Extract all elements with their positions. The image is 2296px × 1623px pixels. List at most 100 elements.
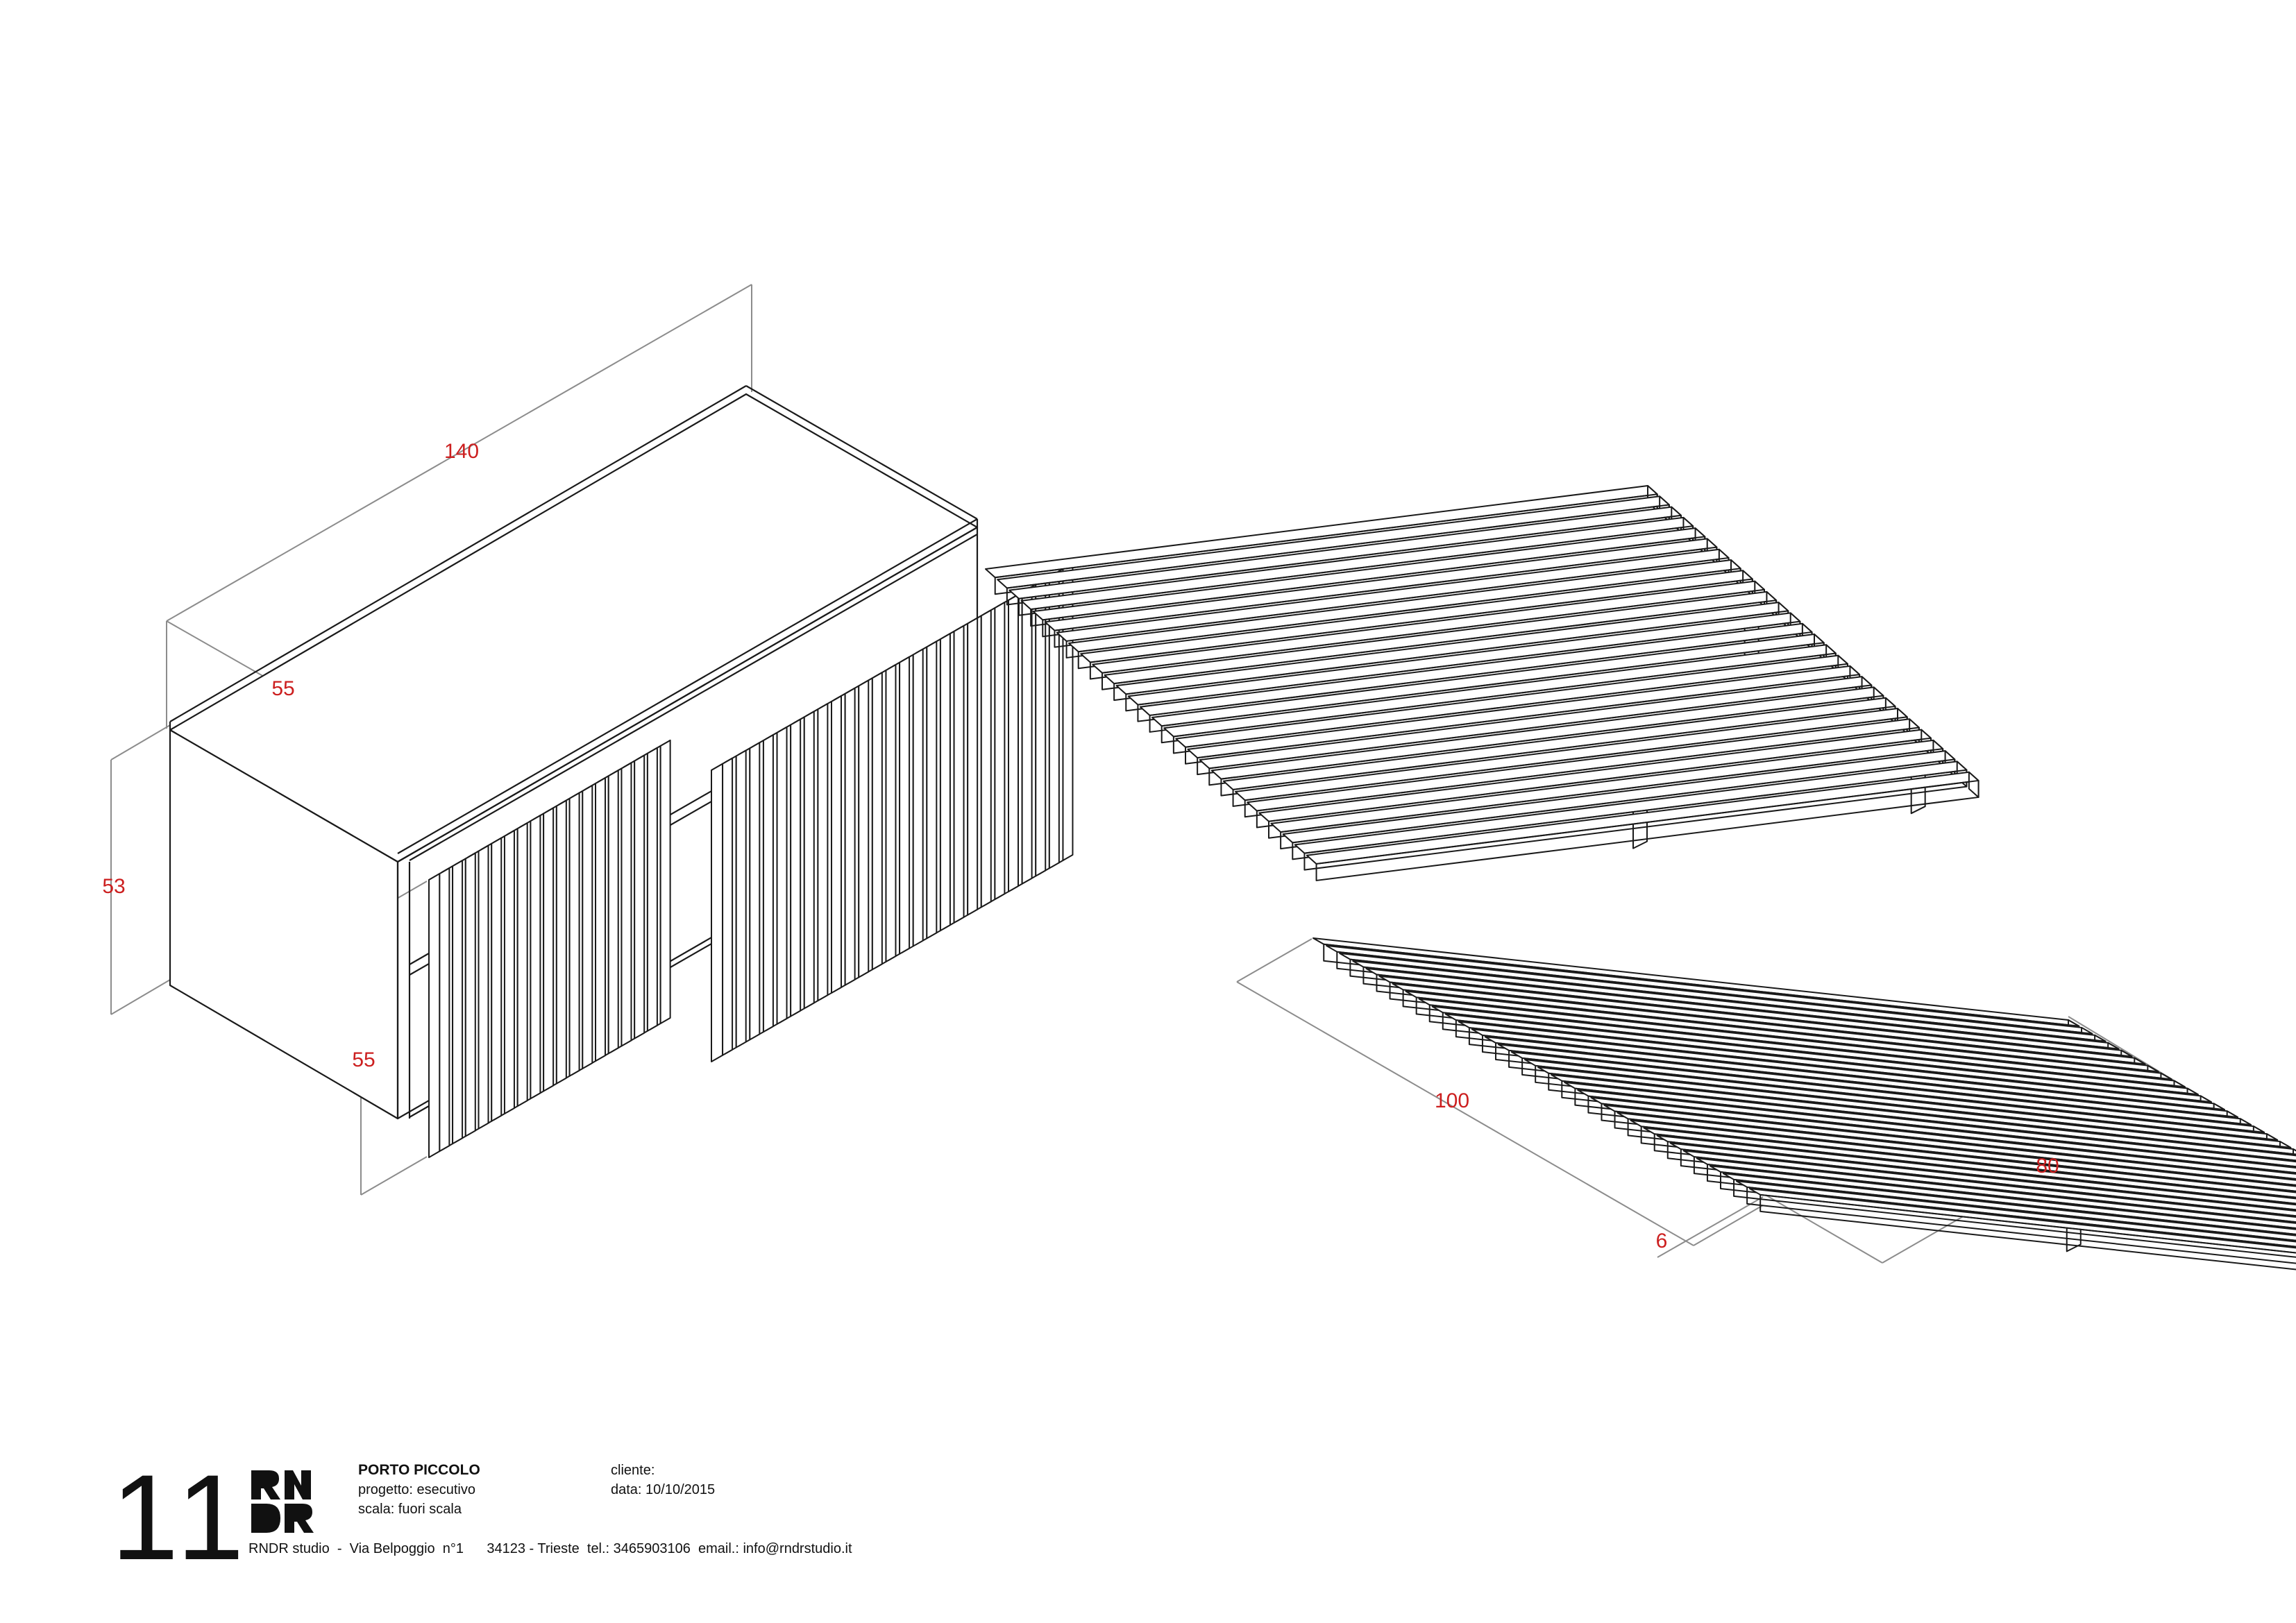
door-left-slat-side-5 — [503, 829, 515, 1114]
door-right-slat-side-8 — [831, 695, 843, 994]
platform-front-slat-side-24 — [1640, 1125, 2296, 1215]
dimension-lines — [110, 284, 2187, 1264]
door-right-slat-side-12 — [885, 664, 897, 963]
platform-front-slat-top-31 — [1722, 1173, 2296, 1241]
door-right-slat-side-14 — [912, 648, 924, 947]
door-right-slat-side-21 — [1008, 593, 1020, 892]
door-left-slat-side-15 — [634, 754, 645, 1039]
platform-front-slat-top-20 — [1577, 1089, 2296, 1174]
door-right-slat-side-3 — [762, 734, 774, 1033]
door-left-slat-side-8 — [543, 807, 555, 1092]
door-right-slat-side-6 — [803, 711, 815, 1010]
dim-ext-height-bottom — [110, 979, 171, 1015]
platform-front-slat-side-18 — [1561, 1080, 2296, 1178]
door-right-slat-side-22 — [1021, 586, 1033, 885]
dim-ext-door-bottom — [360, 1156, 428, 1196]
platform-front-slat-top-27 — [1669, 1142, 2296, 1217]
dim-ext-platform-left — [1236, 938, 1312, 983]
platform-front-slat-top-33 — [1748, 1188, 2296, 1254]
studio-contact: RNDR studio - Via Belpoggio n°1 34123 - … — [248, 1539, 852, 1558]
door-right-slat-side-13 — [899, 656, 911, 955]
door-left-slat-side-14 — [621, 762, 632, 1047]
platform-front-slat-top-21 — [1590, 1096, 2296, 1180]
dim-line-cabinet-length — [166, 284, 752, 622]
door-left-slat-side-12 — [595, 777, 607, 1062]
platform-front-slat-side-25 — [1653, 1133, 2296, 1221]
rndr-logo — [251, 1470, 314, 1533]
door-right-slat-side-18 — [967, 617, 979, 916]
door-left-slat-side-13 — [607, 770, 619, 1055]
door-right-slat-side-7 — [817, 703, 829, 1002]
slatted-doors — [428, 563, 1074, 1158]
dim-ext-height-top — [110, 724, 171, 760]
platform-front-slat-top-29 — [1696, 1157, 2296, 1230]
door-left-slat-side-1 — [452, 860, 464, 1145]
cabinet — [169, 385, 979, 1120]
platform-front-slat-side-23 — [1627, 1118, 2296, 1209]
platform-front-slat-side-21 — [1601, 1103, 2296, 1197]
platform-front-slat-top-22 — [1603, 1104, 2296, 1186]
door-right-slat-side-0 — [722, 757, 734, 1056]
client-label: cliente: — [611, 1463, 655, 1478]
platform-back-slat-end-27 — [1968, 771, 1980, 798]
door-right-slat-side-2 — [749, 742, 761, 1041]
door-right-slat-side-23 — [1035, 578, 1047, 877]
platform-front-slat-side-33 — [1759, 1193, 2296, 1271]
door-right-slat-side-10 — [858, 679, 870, 978]
platform-front-slat-top-32 — [1735, 1180, 2296, 1248]
dim-label-cabinet-depth: 55 — [271, 677, 294, 700]
platform-back-slat-side-26 — [1303, 769, 1968, 871]
platform-front-slat-side-27 — [1680, 1148, 2296, 1234]
door-right-slat-side-4 — [776, 726, 788, 1025]
project-phase: progetto: esecutivo — [358, 1482, 475, 1497]
door-right-slat-side-17 — [953, 624, 965, 924]
dim-label-platform-length: 100 — [1435, 1089, 1469, 1112]
door-left-slat-side-16 — [646, 747, 658, 1032]
door-right-slat-side-1 — [735, 749, 747, 1048]
dim-ext-platform-front — [1693, 1205, 1764, 1246]
page-number: 11 — [111, 1450, 251, 1586]
dim-ext-platform-corner — [1762, 1193, 1883, 1264]
door-left-slat-side-17 — [659, 739, 671, 1024]
platform-front-slat-top-30 — [1709, 1165, 2296, 1235]
platform-front-slat-top-26 — [1656, 1135, 2296, 1211]
platform-front-slat-side-20 — [1587, 1095, 2296, 1191]
slatted-platform-front — [1312, 937, 2296, 1271]
platform-front-slat-top-17 — [1537, 1067, 2296, 1155]
door-left-slat-side-6 — [516, 822, 528, 1107]
dim-label-cabinet-height: 53 — [102, 875, 125, 898]
cabinet-inner-top — [409, 534, 978, 861]
door-left-slat-side-11 — [582, 784, 593, 1069]
title-block-client: cliente: data: 10/10/2015 — [611, 1461, 715, 1499]
platform-front-slat-top-19 — [1564, 1081, 2296, 1168]
dim-label-platform-width: 80 — [2036, 1155, 2059, 1178]
door-right-slat-side-11 — [871, 672, 883, 971]
platform-front-slat-top-25 — [1643, 1127, 2296, 1205]
cabinet-top-right-edge — [745, 385, 978, 520]
title-block-project: PORTO PICCOLO progetto: esecutivo scala:… — [358, 1461, 480, 1519]
platform-front-slat-side-30 — [1720, 1171, 2296, 1252]
dim-label-door-height: 55 — [352, 1048, 375, 1071]
door-left-slat-side-0 — [439, 867, 450, 1153]
dim-label-platform-thickness: 6 — [1656, 1230, 1668, 1252]
platform-front-slat-top-18 — [1551, 1073, 2296, 1162]
platform-front-slat-top-23 — [1617, 1112, 2296, 1192]
door-left-slat-side-2 — [464, 852, 476, 1137]
door-right-slat-side-15 — [926, 640, 938, 940]
door-left-slat-face-0 — [428, 873, 441, 1158]
platform-front-slat-side-32 — [1746, 1186, 2296, 1264]
platform-front-slat-side-28 — [1693, 1156, 2296, 1240]
dim-line-platform-length — [1236, 981, 1694, 1246]
platform-front-slat-side-26 — [1666, 1141, 2296, 1227]
date-label: data: 10/10/2015 — [611, 1482, 716, 1497]
door-right-slat-face-0 — [711, 763, 724, 1062]
cabinet-top-front-edge — [397, 518, 978, 854]
dim-label-cabinet-length: 140 — [444, 440, 479, 463]
platform-front-slat-top-24 — [1630, 1119, 2296, 1198]
door-left-slat-side-3 — [478, 844, 489, 1130]
platform-front-slat-side-31 — [1733, 1178, 2296, 1258]
door-left-slat-side-10 — [568, 792, 580, 1077]
platform-front-slat-side-19 — [1574, 1087, 2296, 1184]
door-right-slat-side-19 — [980, 609, 992, 908]
